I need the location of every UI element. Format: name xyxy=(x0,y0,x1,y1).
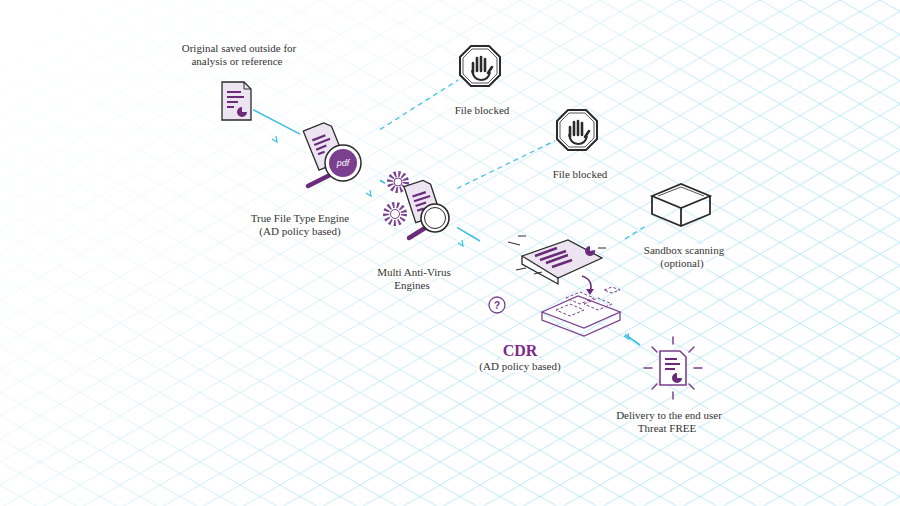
doc-symbol xyxy=(220,80,253,122)
cdr-stage: CDR(AD policy based) xyxy=(455,228,585,373)
source-file: Original saved outside for analysis or r… xyxy=(168,42,308,122)
reject-branch xyxy=(457,141,555,189)
flow-line xyxy=(457,227,480,241)
caption-text: CDR xyxy=(501,342,540,359)
cdr-stage-icon xyxy=(480,228,625,340)
delivered-file: Delivery to the end user Threat FREE xyxy=(600,335,736,435)
reject-branch xyxy=(380,80,458,130)
caption-text: (AD policy based) xyxy=(257,225,342,237)
caption-text: Sandbox scanning (optional) xyxy=(642,244,724,269)
antivirus-engine: Multi Anti-Virus Engines xyxy=(358,170,468,292)
sandbox: Sandbox scanning (optional) xyxy=(623,180,743,270)
cdr-symbol xyxy=(480,228,625,340)
stage-caption: File blocked xyxy=(530,168,630,181)
antivirus-engine-icon xyxy=(385,170,457,242)
block-stop-icon xyxy=(555,108,599,152)
caption-text: Multi Anti-Virus Engines xyxy=(375,266,451,291)
reject-branch xyxy=(625,225,648,239)
deliver-symbol xyxy=(640,335,706,401)
box-symbol xyxy=(648,180,714,228)
stage-caption: True File Type Engine xyxy=(230,212,370,225)
stage-caption: (AD policy based) xyxy=(230,225,370,238)
stage-caption: Delivery to the end user Threat FREE xyxy=(600,409,736,435)
unknown-mark: ? xyxy=(494,300,500,311)
stage-caption: (AD policy based) xyxy=(455,360,585,373)
delivered-file-icon xyxy=(640,335,706,401)
tft-symbol xyxy=(300,120,380,190)
stage-caption: Multi Anti-Virus Engines xyxy=(358,266,468,292)
stage-caption: File blocked xyxy=(432,104,532,117)
caption-text: Original saved outside for analysis or r… xyxy=(180,42,297,67)
stop-symbol xyxy=(458,44,502,88)
caption-text: Delivery to the end user Threat FREE xyxy=(614,409,722,434)
sandbox-icon xyxy=(648,180,714,228)
stop-symbol xyxy=(555,108,599,152)
av-symbol xyxy=(385,170,457,242)
file-type-engine-icon xyxy=(300,120,380,190)
file-type-engine: True File Type Engine(AD policy based) xyxy=(230,120,370,238)
flow-line xyxy=(253,110,300,135)
stage-caption: Sandbox scanning (optional) xyxy=(623,244,743,270)
file-type-tag: pdf xyxy=(337,158,350,168)
block-stop: File blocked xyxy=(530,108,630,181)
caption-text: File blocked xyxy=(453,104,512,116)
block-stop: File blocked xyxy=(432,44,532,117)
source-file-icon xyxy=(220,80,253,122)
stage-caption: CDR xyxy=(455,342,585,360)
stage-caption: Original saved outside for analysis or r… xyxy=(168,42,308,68)
flow-line xyxy=(625,335,640,346)
caption-text: (AD policy based) xyxy=(477,360,562,372)
caption-text: True File Type Engine xyxy=(249,212,352,224)
caption-text: File blocked xyxy=(551,168,610,180)
flow-line xyxy=(380,180,385,183)
block-stop-icon xyxy=(458,44,502,88)
